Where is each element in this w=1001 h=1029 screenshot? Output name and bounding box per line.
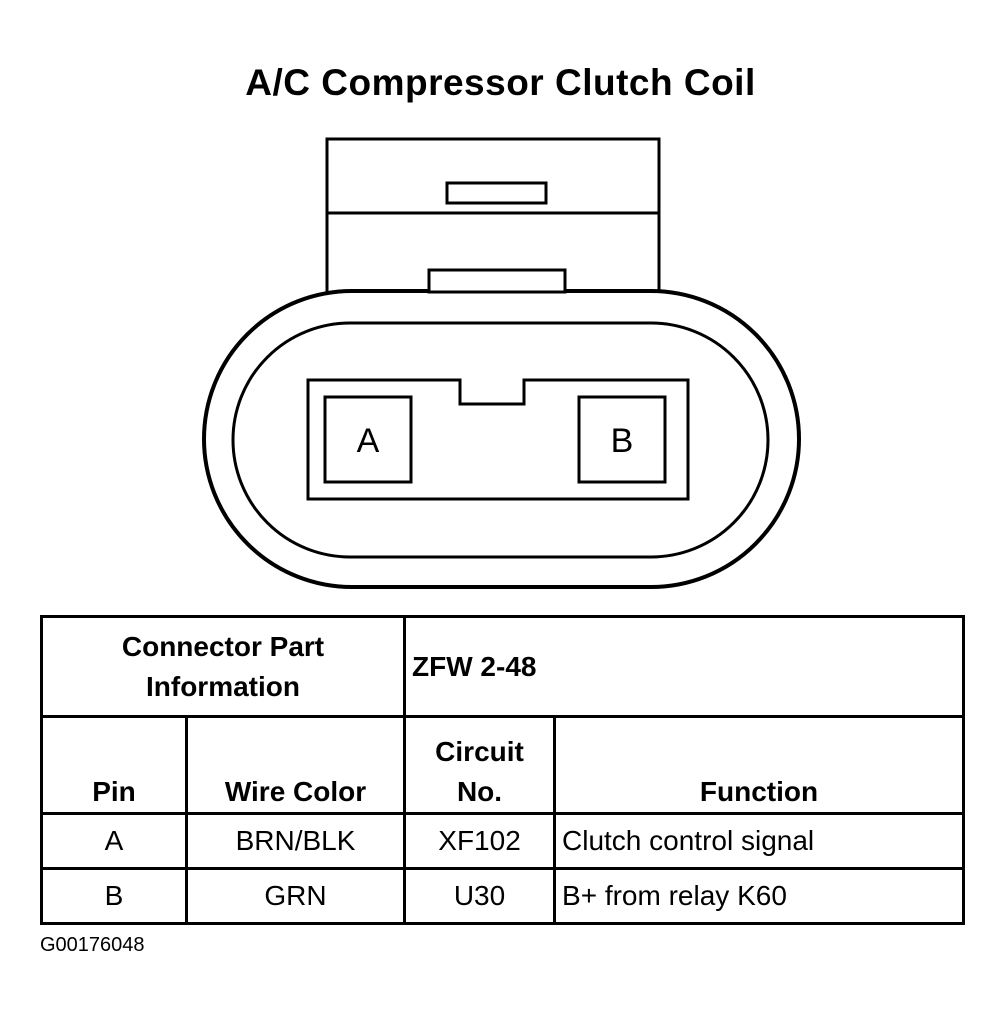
latch-tab xyxy=(427,268,567,294)
connector-diagram: A B xyxy=(202,137,801,589)
pin-b-terminal xyxy=(577,395,667,484)
figure-id: G00176048 xyxy=(40,934,145,956)
row-circuit-no: XF102 xyxy=(403,812,557,870)
part-number: ZFW 2-48 xyxy=(403,615,966,718)
row-wire-color: GRN xyxy=(184,867,407,925)
row-circuit-no: U30 xyxy=(403,867,557,925)
row-pin: B xyxy=(40,867,188,925)
column-header-row: Pin Wire Color Circuit No. Function xyxy=(40,715,966,815)
row-pin: A xyxy=(40,812,188,870)
part-info-label: Connector Part Information xyxy=(39,615,407,718)
latch-slot xyxy=(445,181,548,205)
header-wire-color: Wire Color xyxy=(184,715,407,815)
row-function: Clutch control signal xyxy=(553,812,966,870)
row-function: B+ from relay K60 xyxy=(553,867,966,925)
part-info-row: Connector Part Information ZFW 2-48 xyxy=(39,615,966,718)
header-function: Function xyxy=(553,715,966,815)
pin-a-terminal xyxy=(323,395,413,484)
pin-b-label: B xyxy=(611,422,634,460)
header-pin: Pin xyxy=(40,715,188,815)
row-wire-color: BRN/BLK xyxy=(184,812,407,870)
page-title: A/C Compressor Clutch Coil xyxy=(245,62,756,103)
pin-a-label: A xyxy=(357,422,380,460)
table-row: A BRN/BLK XF102 Clutch control signal xyxy=(40,812,966,870)
connector-info-table: Connector Part Information ZFW 2-48 Pin … xyxy=(39,615,966,925)
table-row: B GRN U30 B+ from relay K60 xyxy=(40,867,966,925)
header-circuit-no: Circuit No. xyxy=(403,715,557,815)
